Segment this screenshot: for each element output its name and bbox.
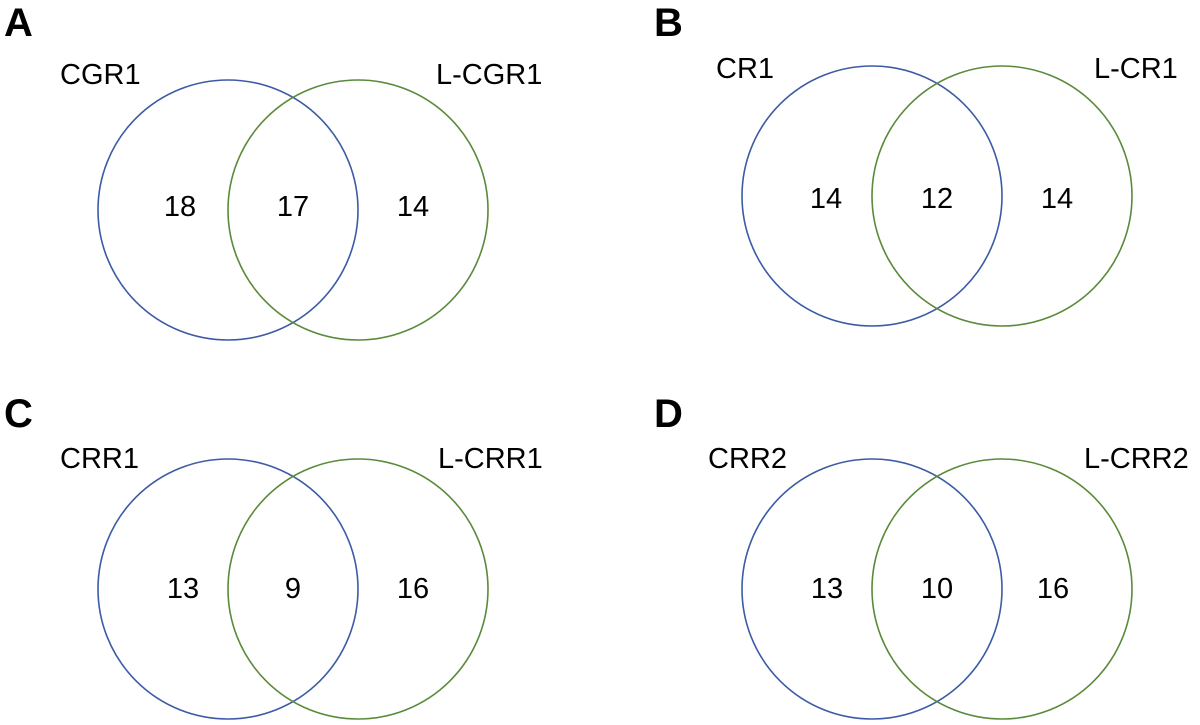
panel-letter: A <box>4 1 33 45</box>
left-set-label: CRR1 <box>60 443 139 475</box>
right-set-label: L-CRR1 <box>438 443 543 475</box>
right-set-label: L-CGR1 <box>436 59 542 91</box>
venn-panel-d: D CRR2 L-CRR2 13 10 16 <box>654 392 1189 720</box>
left-set-circle <box>741 458 1003 720</box>
left-set-label: CRR2 <box>708 443 787 475</box>
overlap-count: 9 <box>285 573 301 605</box>
left-set-circle <box>97 458 359 720</box>
right-set-circle <box>871 458 1133 720</box>
left-set-circle <box>97 79 359 341</box>
left-only-count: 13 <box>811 573 843 605</box>
overlap-count: 12 <box>921 183 953 215</box>
right-only-count: 14 <box>1041 183 1073 215</box>
left-set-label: CR1 <box>716 53 774 85</box>
panel-letter: D <box>654 392 683 436</box>
left-only-count: 13 <box>167 573 199 605</box>
right-set-label: L-CR1 <box>1094 53 1178 85</box>
right-set-circle <box>227 79 489 341</box>
venn-panel-b: B CR1 L-CR1 14 12 14 <box>654 1 1178 327</box>
right-set-circle <box>871 65 1133 327</box>
panel-letter: B <box>654 1 683 45</box>
right-set-label: L-CRR2 <box>1084 443 1189 475</box>
right-only-count: 16 <box>1037 573 1069 605</box>
right-only-count: 14 <box>397 191 429 223</box>
left-set-circle <box>741 65 1003 327</box>
overlap-count: 10 <box>921 573 953 605</box>
right-only-count: 16 <box>397 573 429 605</box>
right-set-circle <box>227 458 489 720</box>
venn-panel-c: C CRR1 L-CRR1 13 9 16 <box>4 392 543 720</box>
panel-letter: C <box>4 392 33 436</box>
left-set-label: CGR1 <box>60 59 141 91</box>
left-only-count: 14 <box>810 183 842 215</box>
left-only-count: 18 <box>164 191 196 223</box>
overlap-count: 17 <box>277 191 309 223</box>
venn-panel-a: A CGR1 L-CGR1 18 17 14 <box>4 1 542 341</box>
